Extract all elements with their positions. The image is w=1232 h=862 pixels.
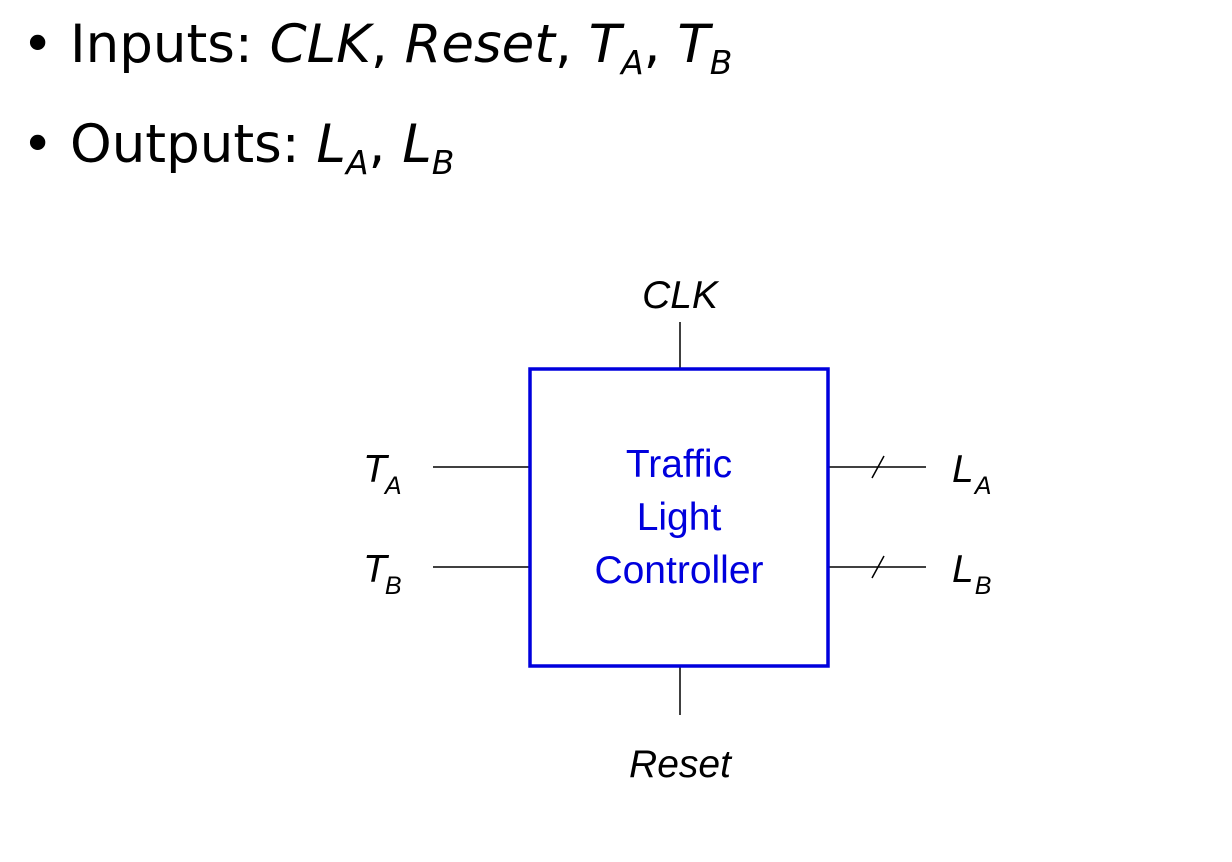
tb-label: TB xyxy=(363,548,402,600)
output-la: LA xyxy=(316,114,369,182)
la-bus-slash xyxy=(871,455,885,479)
bullet-dot: • xyxy=(22,14,54,75)
reset-label: Reset xyxy=(629,743,733,786)
input-reset: Reset xyxy=(404,14,555,75)
box-line-3: Controller xyxy=(594,549,763,592)
lb-bus-slash xyxy=(871,555,885,579)
separator: , xyxy=(555,14,589,75)
input-clk: CLK xyxy=(269,14,371,75)
clk-label: CLK xyxy=(642,274,720,317)
lb-label: LB xyxy=(952,548,991,600)
box-line-2: Light xyxy=(637,496,722,539)
bullet-dot: • xyxy=(22,114,54,175)
bullet-list: •Inputs: CLK, Reset, TA, TB •Outputs: LA… xyxy=(22,18,732,218)
controller-box xyxy=(528,367,830,668)
input-ta: TA xyxy=(588,14,644,82)
la-label: LA xyxy=(952,448,991,500)
separator: , xyxy=(370,14,405,75)
separator: , xyxy=(368,114,403,175)
outputs-label: Outputs: xyxy=(70,114,317,175)
separator: , xyxy=(643,14,678,75)
bullet-outputs: •Outputs: LA, LB xyxy=(22,118,732,218)
output-lb: LB xyxy=(402,114,455,182)
inputs-label: Inputs: xyxy=(70,14,270,75)
input-tb: TB xyxy=(677,14,733,82)
ta-label: TA xyxy=(363,448,402,500)
box-line-1: Traffic xyxy=(626,443,732,486)
bullet-inputs: •Inputs: CLK, Reset, TA, TB xyxy=(22,18,732,118)
